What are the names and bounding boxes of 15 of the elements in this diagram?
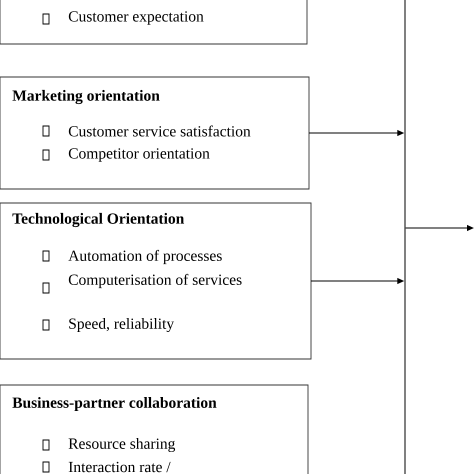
list-item: Speed, reliability xyxy=(69,318,174,332)
category-box xyxy=(0,76,310,190)
list-item: Interaction rate / xyxy=(68,462,171,472)
list-item: Competitor orientation xyxy=(68,148,210,162)
category-box xyxy=(0,202,312,360)
heading: Technological Orientation xyxy=(12,212,184,228)
category-box xyxy=(0,384,308,474)
heading: Marketing orientation xyxy=(12,90,160,104)
list-item: Computerisation of services xyxy=(68,274,242,288)
list-item: Customer expectation xyxy=(68,11,204,25)
category-box xyxy=(0,0,308,44)
heading: Business-partner collaboration xyxy=(12,396,216,412)
list-item: Automation of processes xyxy=(68,250,222,264)
list-item: Resource sharing xyxy=(68,438,176,452)
list-item: Customer service satisfaction xyxy=(68,125,250,137)
